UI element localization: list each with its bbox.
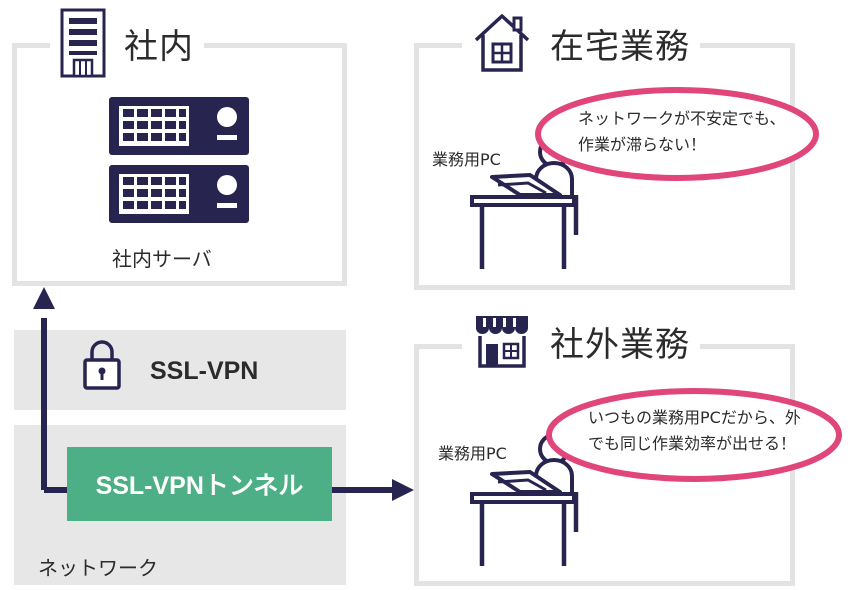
server-icon (109, 97, 249, 223)
network-label: ネットワーク (38, 556, 158, 580)
home-bubble-line1: ネットワークが不安定でも、 (578, 109, 786, 128)
home-title-text: 在宅業務 (550, 26, 690, 67)
shop-icon (476, 316, 528, 368)
outside-bubble-line2: でも同じ作業効率が出せる！ (588, 434, 797, 453)
house-icon (474, 14, 530, 72)
ssl-vpn-band (14, 330, 346, 410)
lock-icon (83, 340, 121, 390)
home-bubble-text: ネットワークが不安定でも、 作業が滞らない！ (578, 106, 786, 158)
outside-pc-label: 業務用PC (438, 444, 507, 463)
outside-title: 社外業務 (462, 306, 700, 376)
worker-at-desk-icon (470, 136, 579, 269)
outside-bubble-text: いつもの業務用PCだから、外 でも同じ作業効率が出せる！ (588, 405, 801, 457)
server-caption: 社内サーバ (112, 247, 212, 271)
outside-bubble-line1: いつもの業務用PCだから、外 (588, 408, 801, 427)
home-title: 在宅業務 (462, 8, 700, 78)
ssl-vpn-label: SSL-VPN (150, 357, 259, 385)
home-bubble-line2: 作業が滞らない！ (578, 135, 707, 154)
home-speech-bubble (535, 87, 819, 181)
office-title-text: 社内 (124, 26, 194, 67)
outside-title-text: 社外業務 (550, 324, 690, 365)
worker-at-desk-icon (470, 433, 579, 566)
outside-speech-bubble (546, 388, 842, 482)
ssl-vpn-tunnel: SSL-VPNトンネル (67, 447, 332, 521)
office-title: 社内 (50, 8, 204, 78)
building-icon (60, 8, 106, 78)
home-pc-label: 業務用PC (432, 150, 501, 169)
